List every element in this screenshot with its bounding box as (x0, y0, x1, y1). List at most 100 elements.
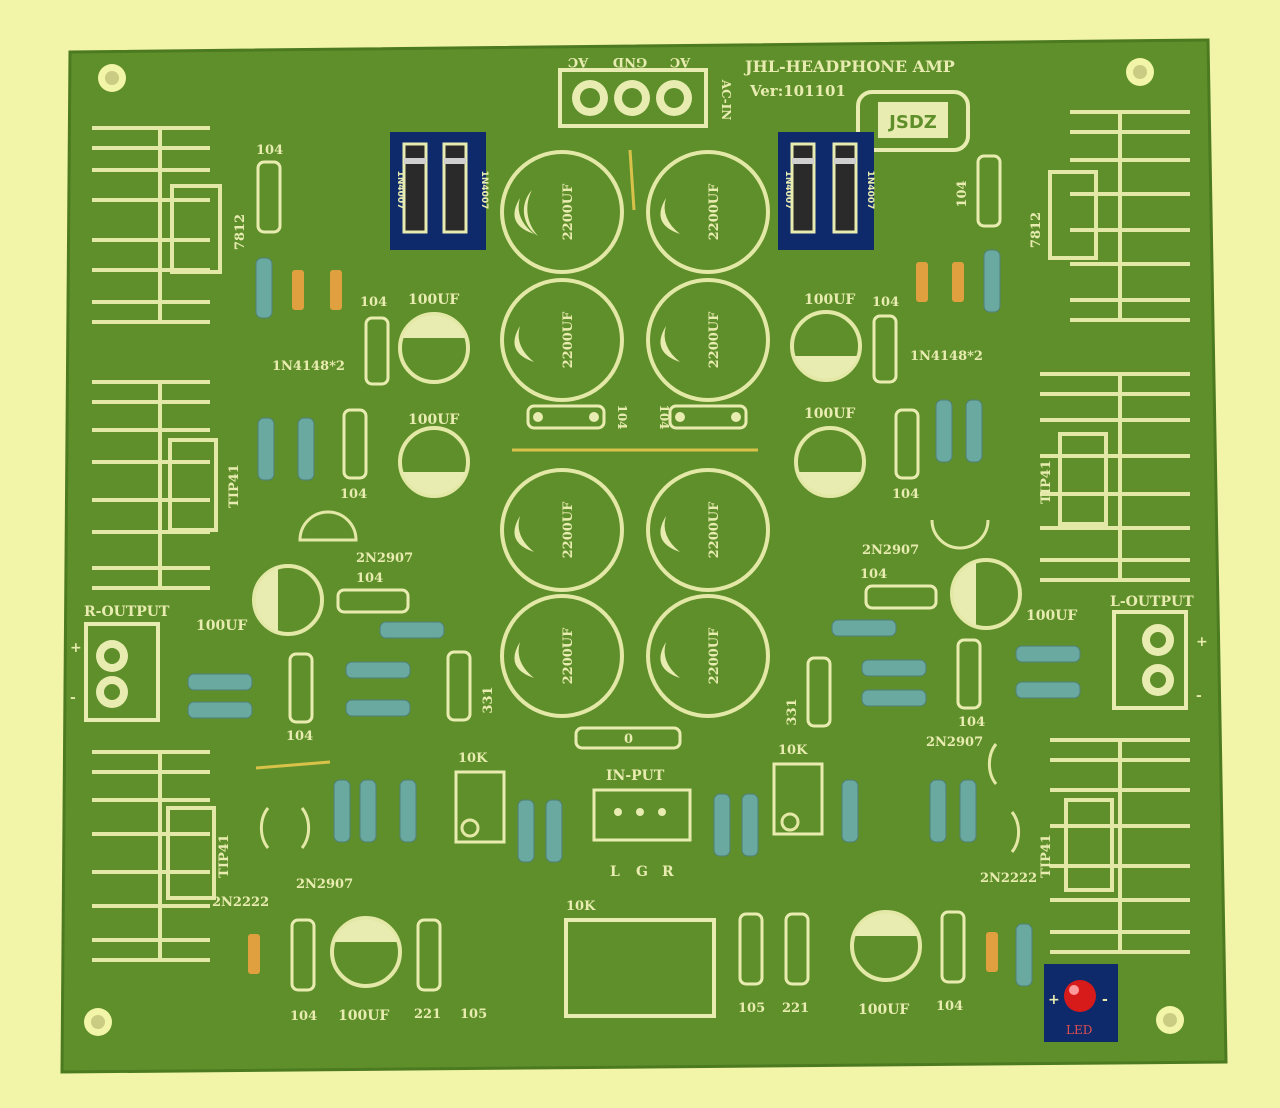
transistor-outlines (259, 510, 1021, 853)
mounting-holes (84, 58, 1184, 1036)
r-output-minus: - (70, 690, 76, 706)
cap-104-label-top-right: 104 (955, 180, 970, 207)
cap-104-center-right (668, 404, 748, 430)
trimmer-10k-right (772, 762, 824, 836)
trimmer-10k-label-right: 10K (778, 743, 808, 758)
diode-1n4148-label-right: 1N4148*2 (910, 349, 983, 364)
heatsink-right-middle (1040, 372, 1190, 582)
cap-100uf-label-3: 100UF (804, 292, 855, 308)
cap-104-label-a: 104 (360, 295, 387, 310)
q2907-label-b: 2N2907 (862, 543, 919, 558)
cap-2200uf-2: 2200UF (707, 183, 722, 241)
diode-1n4148-label-left: 1N4148*2 (272, 359, 345, 374)
brand-frame (856, 90, 970, 152)
led-indicator (1044, 964, 1118, 1042)
resistors-group (187, 249, 1081, 987)
q2907-label-c: 2N2907 (926, 735, 983, 750)
diode-pair-right (778, 132, 874, 250)
q2222-label-right: 2N2222 (980, 871, 1037, 886)
q2907-label-a: 2N2907 (356, 551, 413, 566)
jumper-wire-top (628, 149, 636, 211)
diode-label-left-a: 1N4007 (395, 171, 405, 210)
heatsink-left-bottom (92, 750, 216, 962)
cap-104-label-g: 104 (286, 729, 313, 744)
cap-104-label-top-left: 104 (256, 143, 283, 158)
diode-pair-left (390, 132, 486, 250)
cap-331-label-right: 331 (785, 698, 800, 725)
capacitor-2200uf-group (500, 150, 770, 718)
input-label: IN-PUT (606, 768, 665, 784)
heatsink-right-top (1048, 110, 1190, 322)
cap-100uf-label-1: 100UF (408, 292, 459, 308)
l-output-minus: - (1196, 688, 1202, 704)
led-label: LED (1066, 1023, 1092, 1037)
cap-2200uf-6: 2200UF (707, 501, 722, 559)
cap-105-label-right: 105 (738, 1001, 765, 1016)
cap-104-label-h: 104 (958, 715, 985, 730)
input-pin-l: L (610, 864, 620, 880)
diode-label-right-b: 1N4007 (865, 171, 875, 210)
diode-label-left-b: 1N4007 (479, 171, 489, 210)
cap-104-center-left (526, 404, 606, 430)
cap-221-label-right: 221 (782, 1001, 809, 1016)
cap-100uf-label-5: 100UF (196, 618, 247, 634)
input-connector (592, 788, 692, 842)
cap-2200uf-4: 2200UF (707, 311, 722, 369)
tip41-label-right-mid: TIP41 (1039, 460, 1054, 504)
volume-pot-10k (564, 918, 716, 1018)
diode-label-right-a: 1N4007 (783, 171, 793, 210)
led-minus: - (1102, 992, 1108, 1008)
terminal-label-ac-left: AC (568, 54, 589, 69)
cap-100uf-label-7: 100UF (338, 1008, 389, 1024)
cap-104-label-e: 104 (356, 571, 383, 586)
l-output-label: L-OUTPUT (1110, 594, 1194, 610)
trimmer-10k-label-left: 10K (458, 751, 488, 766)
r-output-label: R-OUTPUT (84, 604, 170, 620)
brand-logo: JSDZ (887, 112, 937, 133)
cap-104-label-center-right: 104 (657, 404, 671, 429)
cap-100uf-group (252, 310, 1022, 988)
heatsink-left-top (92, 126, 222, 324)
cap-2200uf-1: 2200UF (561, 183, 576, 241)
r-output-terminal (84, 622, 160, 722)
terminal-label-gnd: GND (613, 54, 647, 69)
cap-331-label-left: 331 (481, 686, 496, 713)
led-plus: + (1048, 992, 1060, 1008)
cap-104-label-i: 104 (290, 1009, 317, 1024)
l-output-plus: + (1196, 634, 1208, 650)
q2222-label-left: 2N2222 (212, 895, 269, 910)
l-output-terminal (1112, 610, 1188, 710)
cap-105-label-left: 105 (460, 1007, 487, 1022)
heatsink-right-bottom (1050, 738, 1190, 954)
cap-104-label-f: 104 (860, 567, 887, 582)
cap-104-label-c: 104 (872, 295, 899, 310)
cap-2200uf-3: 2200UF (561, 311, 576, 369)
tip41-label-left-mid: TIP41 (227, 464, 242, 508)
r-output-plus: + (70, 640, 82, 656)
jumper-wire-left (255, 760, 331, 770)
ac-in-label: AC-IN (719, 79, 733, 120)
input-pin-g: G (636, 864, 648, 880)
cap-104-label-j: 104 (936, 999, 963, 1014)
reg-7812-label-left: 7812 (233, 214, 248, 250)
cap-100uf-label-4: 100UF (804, 406, 855, 422)
trimmer-10k-left (454, 770, 506, 844)
volume-pot-10k-label: 10K (566, 899, 596, 914)
cap-104-label-d: 104 (892, 487, 919, 502)
cap-221-label-left: 221 (414, 1007, 441, 1022)
cap-2200uf-5: 2200UF (561, 501, 576, 559)
board-version: Ver:101101 (749, 82, 846, 100)
tip41-label-left-bottom: TIP41 (217, 834, 232, 878)
resistor-0-label: 0 (624, 732, 633, 747)
heatsink-left-middle (92, 380, 218, 590)
cap-2200uf-7: 2200UF (561, 627, 576, 685)
reg-7812-label-right: 7812 (1029, 212, 1044, 248)
board-title: JHL-HEADPHONE AMP (743, 57, 955, 76)
terminal-label-ac-right: AC (670, 54, 691, 69)
cap-100uf-label-2: 100UF (408, 412, 459, 428)
tip41-label-right-bottom: TIP41 (1039, 834, 1054, 878)
cap-100uf-label-6: 100UF (1026, 608, 1077, 624)
cap-104-label-b: 104 (340, 487, 367, 502)
ac-in-terminal (558, 68, 708, 128)
